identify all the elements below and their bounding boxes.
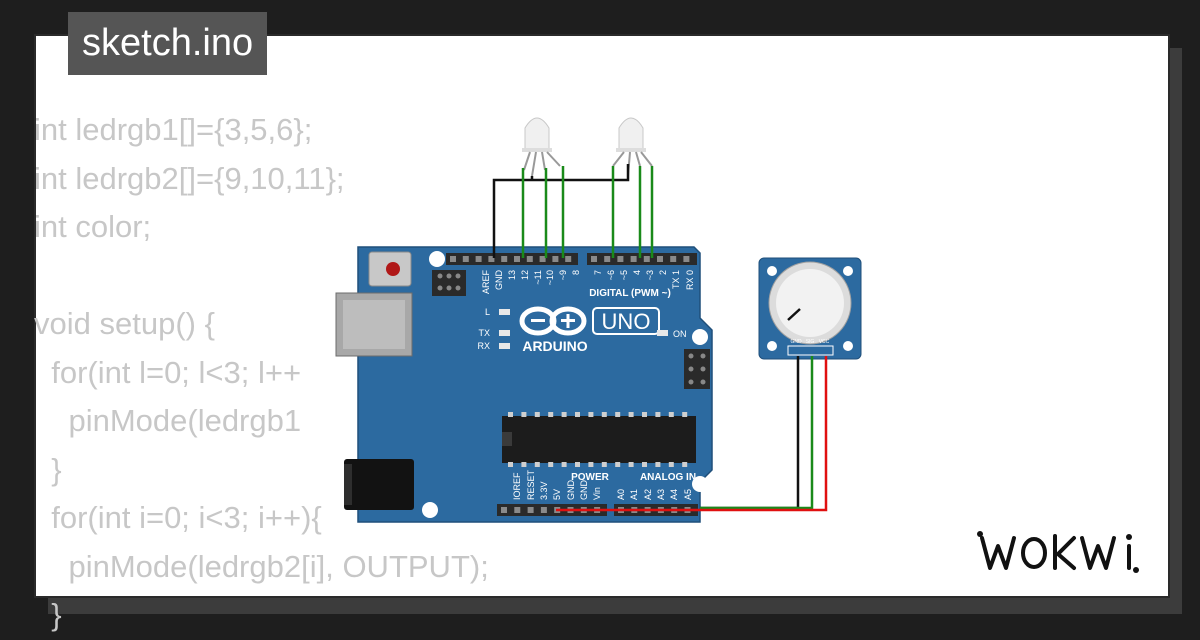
board-model-label: UNO <box>602 309 651 334</box>
digital-header-right <box>587 253 697 265</box>
code-line: for(int l=0; l<3; l++ <box>34 354 302 390</box>
digital-pin-label: 2 <box>658 270 668 275</box>
l-led <box>499 309 510 315</box>
uno-badge <box>592 307 660 335</box>
potentiometer-module[interactable]: GND SIG VCC <box>758 257 862 360</box>
wire-gnd-leds <box>492 164 630 258</box>
tx-led-label: TX <box>478 328 490 338</box>
digital-pin-label: RX 0 <box>685 270 695 290</box>
digital-pin-label: ~3 <box>645 270 655 280</box>
digital-pin-label: ~10 <box>545 270 555 285</box>
digital-pin-label: 4 <box>632 270 642 275</box>
reset-button-cap[interactable] <box>386 262 400 276</box>
power-pin-label: GND <box>566 480 576 501</box>
analog-label: ANALOG IN <box>640 472 696 483</box>
digital-header-label: DIGITAL (PWM ~) <box>589 288 671 299</box>
digital-pin-label: 7 <box>593 270 603 275</box>
atmega-chip <box>502 416 696 463</box>
on-led-label: ON <box>673 329 687 339</box>
tx-led <box>499 330 510 336</box>
code-line: } <box>34 451 62 487</box>
rgb-led-2[interactable] <box>612 117 653 177</box>
digital-pin-label: 13 <box>507 270 517 280</box>
analog-pin-label: A1 <box>629 489 639 500</box>
wokwi-logo[interactable] <box>976 528 1148 576</box>
analog-pin-label: A0 <box>616 489 626 500</box>
code-line: int color; <box>34 209 152 244</box>
arduino-uno-board[interactable]: UNO ARDUINO DIGITAL (PWM ~) POWER ANALOG… <box>335 246 713 523</box>
digital-pin-label: AREF <box>481 270 491 295</box>
power-label: POWER <box>571 472 610 483</box>
knob-indicator <box>787 308 801 321</box>
code-line: pinMode(ledrgb2[i], OUTPUT); <box>34 548 489 584</box>
code-line: int ledrgb1[]={3,5,6}; <box>34 112 313 147</box>
wire-pot-gnd <box>700 356 800 510</box>
rx-led-label: RX <box>477 341 490 351</box>
power-pin-label: Vin <box>592 487 602 500</box>
file-tab[interactable]: sketch.ino <box>68 12 268 75</box>
code-editor[interactable]: int ledrgb1[]={3,5,6}; int ledrgb2[]={9,1… <box>34 106 489 640</box>
analog-pin-label: A5 <box>683 489 693 500</box>
digital-pin-label: TX 1 <box>671 270 681 289</box>
code-line: for(int i=0; i<3; i++){ <box>34 500 322 535</box>
potentiometer-pin-label: VCC <box>819 339 830 345</box>
wire-pot-sig <box>700 356 814 510</box>
power-pin-label: GND <box>579 480 589 501</box>
code-line: pinMode(ledrgb1 <box>34 403 302 438</box>
digital-pin-label: ~6 <box>606 270 616 280</box>
rx-led <box>499 343 510 349</box>
power-jack <box>344 459 414 510</box>
analog-pin-label: A2 <box>643 489 653 500</box>
wire-pot-vcc <box>556 356 828 512</box>
rgb-led-1[interactable] <box>522 117 561 177</box>
analog-pin-label: A4 <box>669 489 679 500</box>
power-header <box>497 504 607 516</box>
potentiometer-pin-label: GND <box>790 339 802 345</box>
code-line: void setup() { <box>34 306 215 341</box>
on-led <box>657 330 668 336</box>
digital-pin-label: 8 <box>571 270 581 275</box>
digital-pin-label: ~5 <box>619 270 629 280</box>
wires <box>492 164 828 512</box>
power-pin-label: 5V <box>552 489 562 500</box>
power-pin-label: 3.3V <box>539 481 549 500</box>
digital-pin-label: ~11 <box>533 270 543 285</box>
potentiometer-pin-label: SIG <box>806 339 815 345</box>
board-name-label: ARDUINO <box>522 338 587 354</box>
digital-pin-label: GND <box>494 270 504 291</box>
analog-pin-label: A3 <box>656 489 666 500</box>
power-pin-label: RESET <box>526 469 536 500</box>
arduino-infinity-logo <box>519 306 587 336</box>
digital-pin-label: 12 <box>520 270 530 280</box>
power-pin-label: IOREF <box>512 472 522 500</box>
code-line: } <box>34 597 62 632</box>
code-line: int ledrgb2[]={9,10,11}; <box>34 160 345 196</box>
l-led-label: L <box>485 307 490 317</box>
digital-pin-label: ~9 <box>558 270 568 280</box>
